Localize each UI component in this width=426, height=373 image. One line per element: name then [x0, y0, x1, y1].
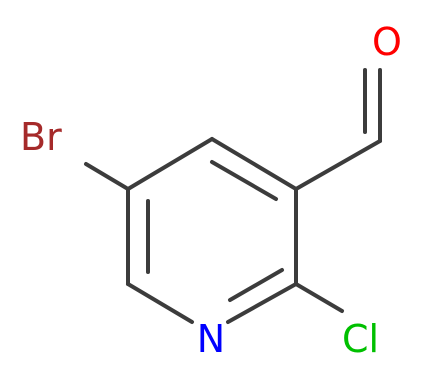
- bond-c3-c4-double: [210, 160, 278, 201]
- bonds: [84, 68, 382, 324]
- bond-c2-cl: [294, 282, 344, 313]
- bond-c5-br: [84, 162, 130, 191]
- atom-label-n: N: [197, 317, 225, 361]
- atom-label-cl: Cl: [342, 317, 379, 361]
- bond-c3-cho: [294, 139, 382, 191]
- bond-c6-n: [126, 282, 194, 324]
- atom-label-br: Br: [20, 115, 62, 159]
- bond-n-c2: [226, 282, 298, 324]
- atom-label-o: O: [372, 20, 402, 64]
- bond-n-c2-double: [228, 268, 284, 302]
- bond-c3-c4: [210, 137, 298, 191]
- atom-labels: Br N Cl O: [20, 20, 402, 361]
- bond-c4-c5: [126, 137, 214, 191]
